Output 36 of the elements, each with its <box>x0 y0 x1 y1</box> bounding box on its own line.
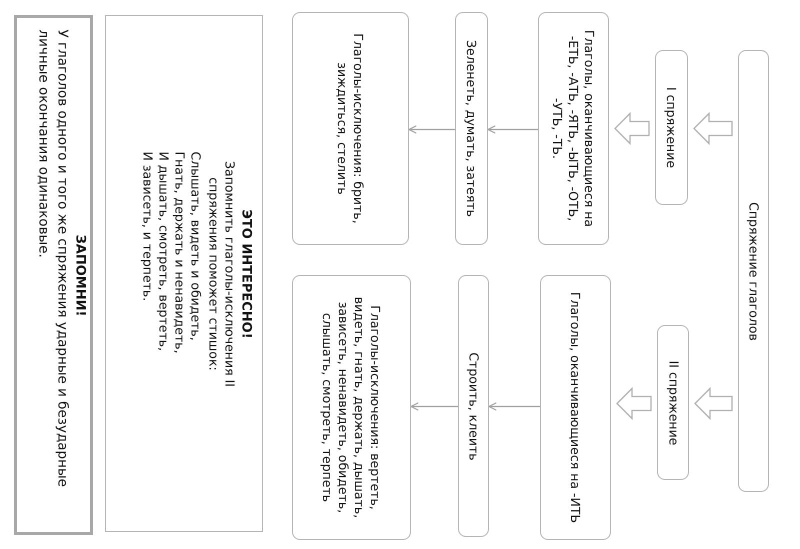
rounded-box <box>458 275 489 537</box>
block-arrow <box>693 112 733 146</box>
arrow <box>487 125 538 134</box>
box-text: Глаголы-исключения: вертеть, видеть, гнать, держать, дышать, зависеть, ненавидеть, обидеть, слышать, смотреть, терпеть <box>320 296 384 520</box>
rounded-box <box>538 12 609 245</box>
arrow <box>488 402 540 411</box>
poem-line: Слышать, видеть и обидеть, <box>187 151 203 340</box>
heading: ЗАПОМНИ! <box>71 234 87 316</box>
rounded-box <box>657 325 689 480</box>
block-arrow <box>694 386 733 420</box>
box-text: Строить, клеить <box>466 352 482 460</box>
box-text: Глаголы-исключения: брить, зиждиться, стелить <box>334 32 366 226</box>
note-panel <box>14 15 93 535</box>
arrow <box>408 125 455 134</box>
rounded-box <box>455 12 488 245</box>
block-arrow <box>614 112 650 146</box>
rounded-box <box>655 50 688 205</box>
poem-line: И зависеть, и терпеть. <box>139 151 155 301</box>
rounded-box <box>738 50 769 492</box>
note-panel <box>105 15 263 532</box>
box-text: Зеленеть, думать, затеять <box>464 40 480 217</box>
rounded-box <box>540 275 611 540</box>
block-arrow <box>616 386 652 420</box>
note-text: Запомнить глаголы-исключения II спряжения поможет стишок: <box>205 160 237 388</box>
rounded-box <box>292 12 409 245</box>
box-text: I спряжение <box>664 86 680 168</box>
box-text: II спряжение <box>665 360 681 445</box>
poem-line: Гнать, держать и ненавидеть, <box>171 151 187 354</box>
box-text: Глаголы, оканчивающиеся на -ИТЬ <box>568 292 584 524</box>
heading: ЭТО ИНТЕРЕСНО! <box>237 208 253 338</box>
box-text: Глаголы, оканчивающиеся на -ЕТЬ, -АТЬ, -ЯТЬ, -ЫТЬ, -ОТЬ, -УТЬ, -ТЬ. <box>550 28 598 230</box>
rounded-box <box>292 275 411 540</box>
poem-line: И дышать, смотреть, вертеть, <box>155 151 171 351</box>
note-text: У глаголов одного и того же спряжения ударные и безударные личные окончания одинаковые. <box>34 29 71 488</box>
box-text: Спряжение глаголов <box>746 202 762 340</box>
arrow <box>410 402 458 411</box>
